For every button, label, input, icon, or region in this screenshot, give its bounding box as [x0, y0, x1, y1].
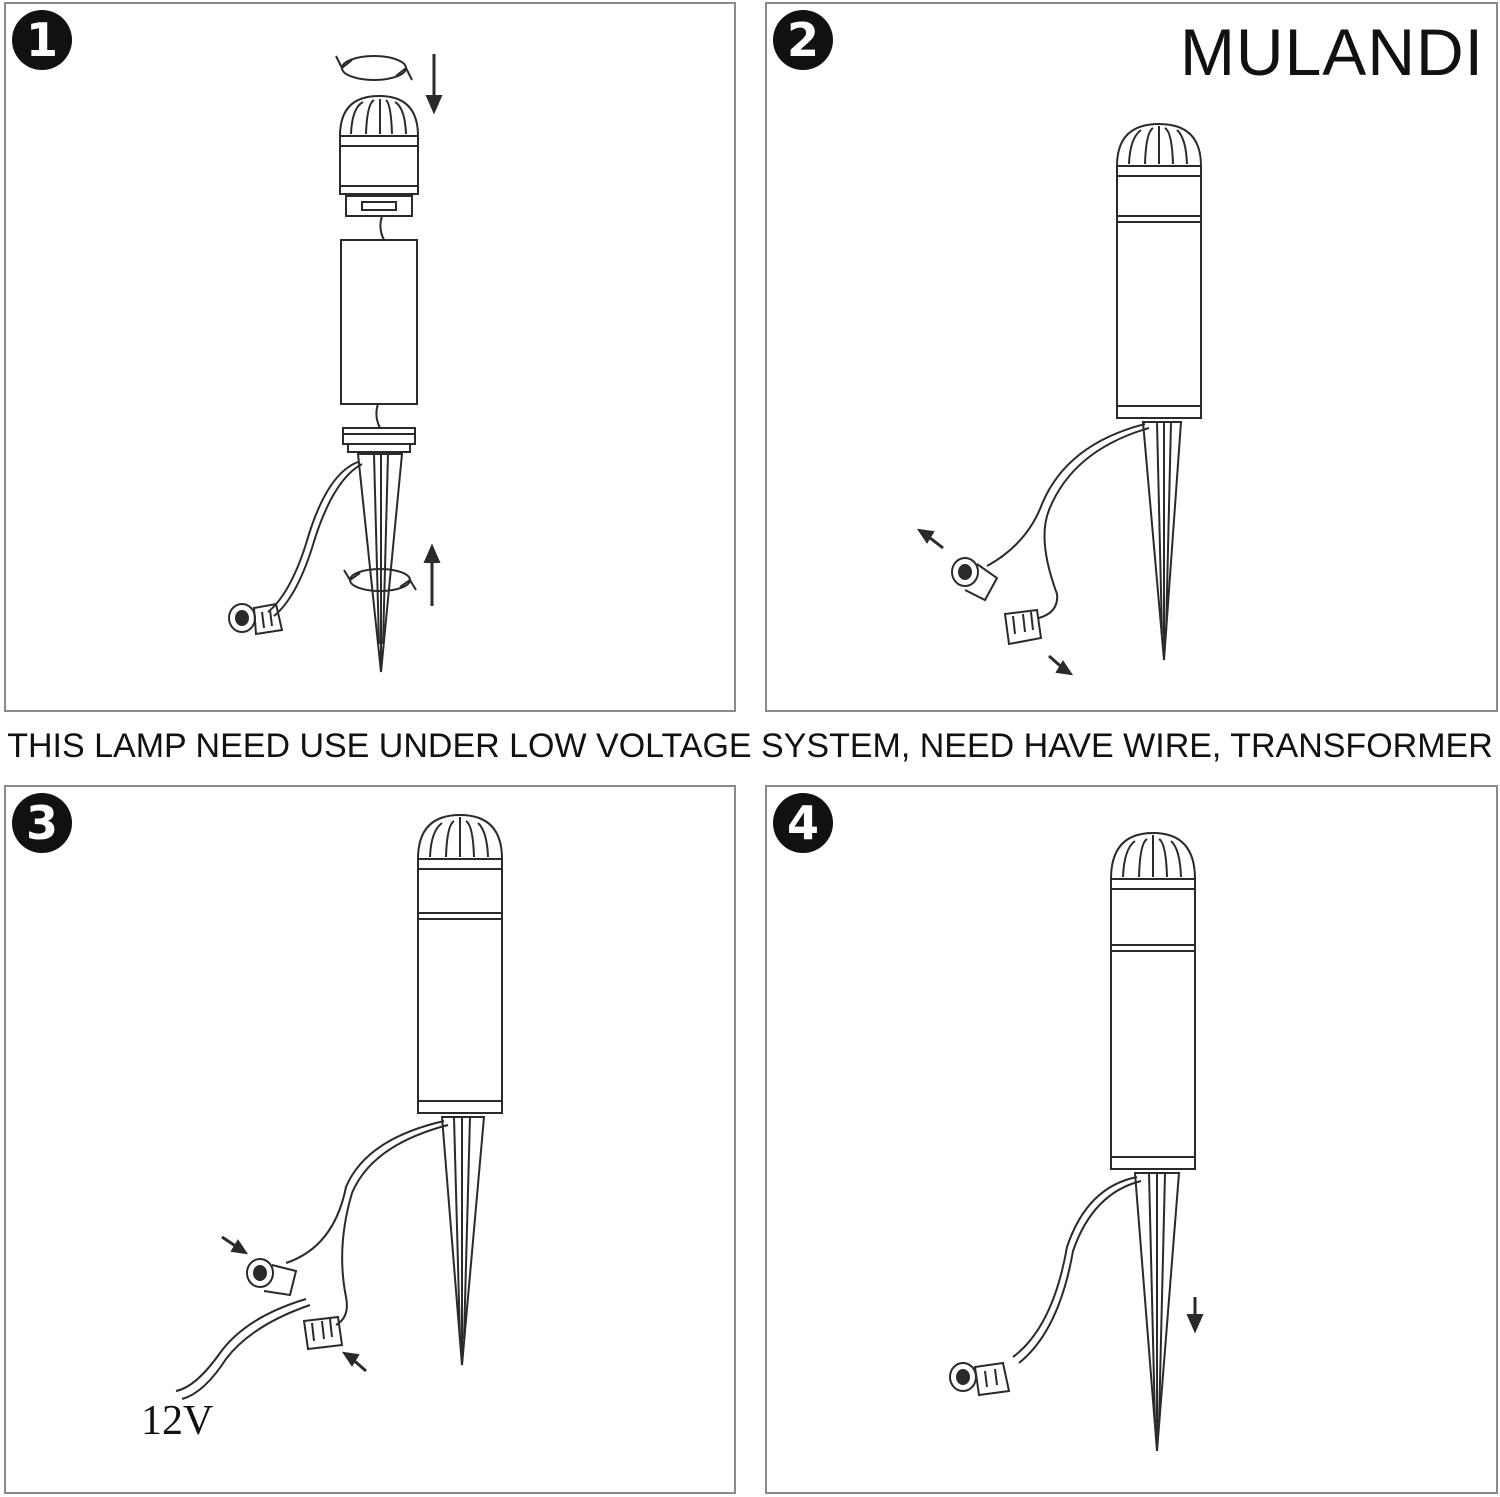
- base-ring: [342, 427, 416, 445]
- rotate-arrow-icon: [343, 568, 417, 592]
- step-1-illustration: [228, 54, 443, 673]
- voltage-label: 12V: [141, 1398, 214, 1444]
- lamp-assembled: [416, 813, 504, 1114]
- lead-wire: [1012, 1176, 1138, 1358]
- ground-stake: [1141, 421, 1183, 661]
- step-2-badge: 2: [773, 10, 833, 70]
- lamp-body: [340, 239, 418, 405]
- up-arrow-icon: [423, 543, 441, 606]
- low-voltage-notice: THIS LAMP NEED USE UNDER LOW VOLTAGE SYS…: [7, 727, 1493, 765]
- rotate-arrow-icon: [335, 55, 413, 81]
- brand-logo: MULANDI: [1179, 15, 1484, 89]
- ground-stake: [1133, 1172, 1181, 1452]
- wire-connector: [949, 1361, 1011, 1397]
- supply-wire-12v: [175, 1298, 307, 1392]
- arrow-out-icon: [916, 528, 944, 550]
- step-1-badge: 1: [12, 10, 72, 70]
- ground-stake: [440, 1116, 486, 1366]
- step-3-panel: 3 12V: [4, 785, 736, 1494]
- step-4-panel: 4: [765, 785, 1498, 1494]
- arrow-out-icon: [1048, 654, 1074, 676]
- lamp-assembled: [1109, 831, 1197, 1170]
- wire-connector-right: [302, 1315, 344, 1351]
- lamp-cap: [338, 94, 420, 217]
- wire-connector-left: [951, 557, 999, 602]
- lamp-assembled: [1115, 122, 1203, 419]
- step-4-badge: 4: [773, 793, 833, 853]
- down-arrow-icon: [1186, 1297, 1204, 1334]
- step-2-panel: 2 MULANDI: [765, 2, 1498, 712]
- arrow-in-icon: [221, 1235, 249, 1255]
- lead-wire: [986, 423, 1146, 567]
- step-2-illustration: [916, 122, 1203, 676]
- wire-top: [379, 215, 385, 241]
- step-3-badge: 3: [12, 793, 72, 853]
- step-3-illustration: [175, 813, 504, 1400]
- wire-connector-left: [246, 1258, 298, 1297]
- ground-stake: [356, 453, 404, 673]
- step-1-panel: 1: [4, 2, 736, 712]
- lead-wire: [267, 461, 359, 613]
- arrow-in-icon: [341, 1351, 367, 1373]
- wire-mid: [375, 403, 381, 429]
- wire-connector-right: [1003, 608, 1043, 646]
- lead-wire: [285, 1120, 445, 1264]
- wire-connector: [228, 602, 284, 636]
- down-arrow-icon: [425, 54, 443, 115]
- step-4-illustration: [949, 831, 1204, 1452]
